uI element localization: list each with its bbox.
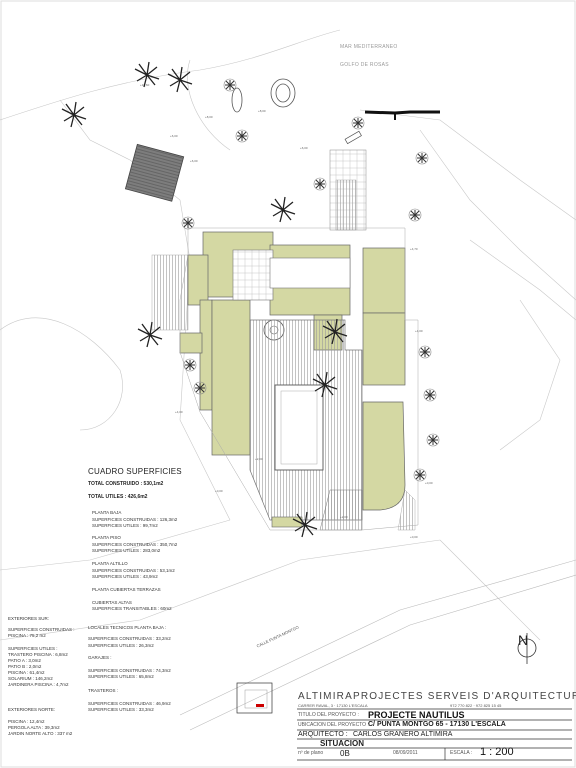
location-label: UBICACION DEL PROYECTO : — [298, 722, 369, 728]
technical-title: GARAJES : — [88, 655, 112, 660]
firm-address: CARRER RAVAL, 3 · 17130 L'ESCALA — [298, 703, 368, 708]
technical-line: SUPERFICIES CONSTRUIDAS : 46,9m2 — [88, 701, 171, 706]
exterior-south-line: SOLARIUM : 146,2m2 — [8, 676, 53, 681]
technical-title: LOCALES TECNICOS PLANTA BAJA : — [88, 625, 167, 630]
exterior-south-line: PATIO B : 2,0m2 — [8, 664, 42, 669]
plan-number: 0B — [340, 749, 350, 758]
exterior-north-line: JARDIN NORTE ALTO : 337 m2 — [8, 731, 73, 736]
exterior-south-line: PATIO A : 3,0m2 — [8, 658, 41, 663]
svg-text:+0,00: +0,00 — [410, 535, 418, 539]
technical-line: SUPERFICIES CONSTRUIDAS : 33,2m2 — [88, 636, 171, 641]
exterior-south-line: TRASTERO PISCINA : 6,8m2 — [8, 652, 68, 657]
exterior-north-line: PISCINA : 12,4m2 — [8, 719, 45, 724]
exterior-south-line: JARDINERA PISCINA : 4,7m2 — [8, 682, 69, 687]
exterior-north-title: EXTERIORES NORTE: — [8, 707, 56, 712]
firm-phone: 972 770 822 · 972 825 15 45 — [450, 703, 502, 708]
gulf-label: GOLFO DE ROSAS — [340, 62, 389, 68]
plan-date: 08/09/2011 — [393, 750, 418, 756]
svg-text:+6,00: +6,00 — [300, 146, 308, 150]
svg-text:+6,00: +6,00 — [170, 134, 178, 138]
svg-text:+4,70: +4,70 — [410, 247, 418, 251]
svg-text:+0,00: +0,00 — [425, 481, 433, 485]
group-title: PLANTA BAJA — [92, 510, 122, 515]
architect-label: ARQUITECTO : — [298, 731, 348, 738]
exterior-south-line: PISCINA : 75,2 m2 — [8, 633, 46, 638]
technical-line: SUPERFICIES UTILES : 65,8m2 — [88, 674, 154, 679]
project-name: PROJECTE NAUTILUS — [368, 710, 465, 720]
svg-text:+6,00: +6,00 — [190, 159, 198, 163]
surfaces-title: CUADRO SUPERFICIES — [88, 467, 182, 476]
svg-text:+2,00: +2,00 — [340, 515, 348, 519]
group-line: SUPERFICIES UTILES : 99,7m2 — [92, 523, 158, 528]
scale-label: ESCALA : — [450, 750, 473, 756]
group-line: SUPERFICIES CONSTRUIDAS : 126,3m2 — [92, 517, 178, 522]
group-line: SUPERFICIES CONSTRUIDAS : 53,1m2 — [92, 568, 175, 573]
north-arrow-icon — [517, 633, 537, 664]
group-title: PLANTA CUBIERTAS TERRAZAS — [92, 587, 161, 592]
exterior-south-title: EXTERIORES SUR: — [8, 616, 50, 621]
svg-text:+4,00: +4,00 — [175, 410, 183, 414]
exterior-north-line: PERGOLA ALTA : 39,3m2 — [8, 725, 60, 730]
group-line: SUPERFICIES TRANSITABLES : 60m2 — [92, 606, 172, 611]
group-line: SUPERFICIES UTILES : 283,0m2 — [92, 548, 161, 553]
group-title: PLANTA ALTILLO — [92, 561, 128, 566]
scale-value: 1 : 200 — [480, 746, 514, 758]
sheet-title: SITUACION — [320, 739, 364, 748]
sea-label: MAR MEDITERRANEO — [340, 44, 398, 50]
architect-name: CARLOS GRANERO ALTIMIRA — [353, 731, 453, 738]
svg-text:+8,00: +8,00 — [258, 109, 266, 113]
total-built: TOTAL CONSTRUIDO : 530,1m2 — [88, 481, 164, 487]
technical-title: TRASTEROS : — [88, 688, 119, 693]
exterior-south-line: PISCINA : 61,4m2 — [8, 670, 45, 675]
group-line: SUPERFICIES UTILES : 43,9m2 — [92, 574, 158, 579]
total-useful: TOTAL UTILES : 426,6m2 — [88, 494, 148, 500]
north-label: N — [518, 632, 529, 648]
technical-line: SUPERFICIES UTILES : 33,3m2 — [88, 707, 154, 712]
group-line: SUPERFICIES CONSTRUIDAS : 350,7m2 — [92, 542, 178, 547]
technical-line: SUPERFICIES CONSTRUIDAS : 74,3m2 — [88, 668, 171, 673]
exterior-south-built-title: SUPERFICIES CONSTRUIDAS : — [8, 627, 75, 632]
group-title: CUBIERTAS ALTAS — [92, 600, 132, 605]
location-value: C/ PUNTA MONTGO 65 - 17130 L'ESCALA — [368, 721, 506, 728]
technical-line: SUPERFICIES UTILES : 26,3m2 — [88, 643, 154, 648]
svg-text:+2,00: +2,00 — [255, 457, 263, 461]
svg-text:+0,00: +0,00 — [215, 489, 223, 493]
svg-text:+8,00: +8,00 — [205, 115, 213, 119]
svg-text:+4,00: +4,00 — [415, 329, 423, 333]
group-title: PLANTA PISO — [92, 535, 121, 540]
firm-name: ALTIMIRAPROJECTES SERVEIS D'ARQUITECTURA — [298, 691, 576, 702]
plan-number-label: nº de plano — [298, 750, 324, 756]
project-label: TITULO DEL PROYECTO : — [298, 712, 359, 718]
exterior-south-useful-title: SUPERFICIES UTILES : — [8, 646, 58, 651]
